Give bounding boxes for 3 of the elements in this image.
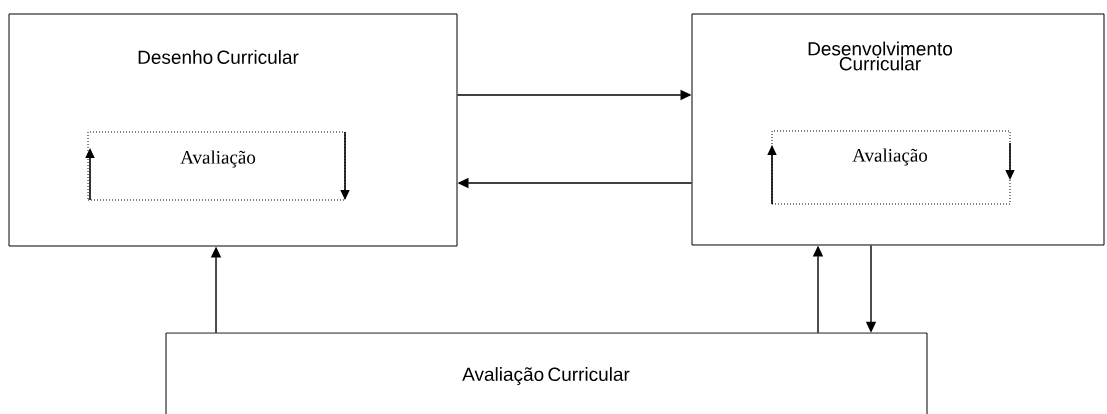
evaluation-box: Avaliação bbox=[771, 130, 1011, 205]
evaluation-box: Avaliação bbox=[87, 131, 346, 201]
process-box: Avaliação Curricular bbox=[165, 332, 928, 414]
